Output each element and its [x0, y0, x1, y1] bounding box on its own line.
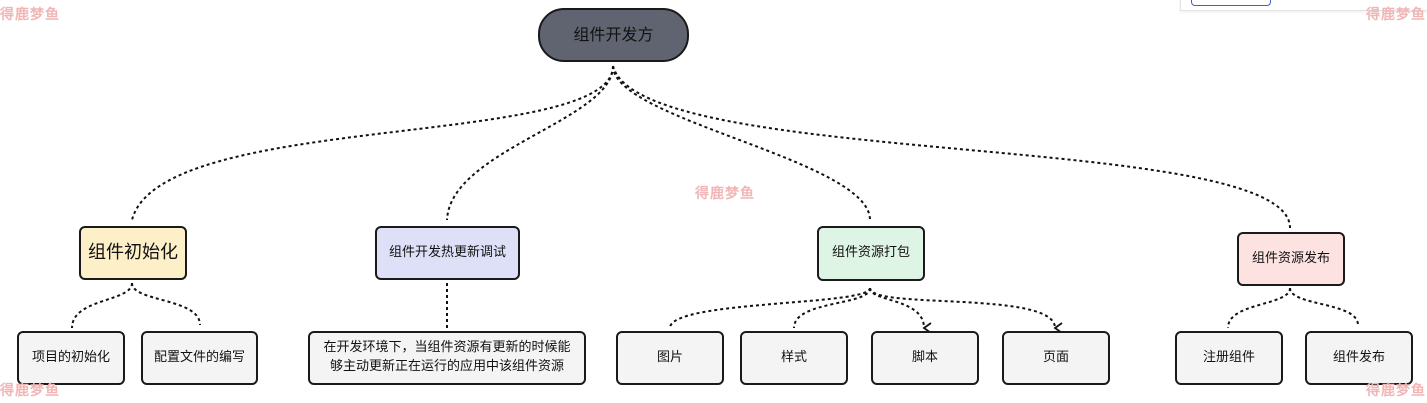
leaf-hot-desc-line2: 够主动更新正在运行的应用中该组件资源: [329, 359, 564, 374]
top-toolbar-fragment: [1180, 0, 1427, 11]
edge-pack-style: [793, 287, 871, 329]
leaf-publish-release[interactable]: 组件发布: [1305, 331, 1413, 385]
leaf-init-config-label: 配置文件的编写: [153, 349, 245, 365]
branch-pack-node[interactable]: 组件资源打包: [817, 226, 925, 281]
leaf-hot-desc-line1: 在开发环境下，当组件资源有更新的时候能: [323, 340, 571, 356]
branch-publish-node[interactable]: 组件资源发布: [1237, 232, 1345, 286]
leaf-init-project-label: 项目的初始化: [31, 349, 110, 365]
watermark-top-left: 得鹿梦鱼: [0, 7, 60, 23]
edge-pack-page: [869, 287, 1063, 334]
branch-hot-node[interactable]: 组件开发热更新调试: [375, 226, 520, 280]
leaf-init-project[interactable]: 项目的初始化: [17, 331, 125, 385]
edge-pack-script: [869, 287, 932, 334]
root-node-label: 组件开发方: [573, 25, 654, 45]
watermark-bottom-left: 得鹿梦鱼: [0, 383, 60, 399]
edge-init-config: [131, 282, 201, 326]
leaf-pack-page[interactable]: 页面: [1002, 331, 1110, 385]
branch-init-label: 组件初始化: [88, 241, 178, 263]
leaf-publish-release-label: 组件发布: [1332, 349, 1385, 365]
edge-root-hot: [446, 65, 614, 221]
edge-root-pack: [612, 65, 871, 221]
edge-publish-release: [1289, 287, 1359, 326]
edge-root-init: [131, 65, 614, 221]
leaf-pack-image[interactable]: 图片: [616, 331, 724, 385]
root-node[interactable]: 组件开发方: [538, 8, 689, 62]
watermark-top-right: 得鹿梦鱼: [1366, 7, 1426, 23]
leaf-publish-register-label: 注册组件: [1202, 349, 1255, 365]
edge-root-publish: [612, 65, 1291, 229]
leaf-pack-script[interactable]: 脚本: [871, 331, 979, 385]
leaf-pack-page-label: 页面: [1042, 349, 1069, 365]
watermark-center: 得鹿梦鱼: [695, 186, 755, 202]
leaf-init-config[interactable]: 配置文件的编写: [141, 331, 258, 385]
edge-pack-image: [669, 287, 871, 329]
edge-publish-register: [1227, 287, 1291, 329]
top-toolbar-button[interactable]: [1191, 0, 1271, 6]
branch-hot-label: 组件开发热更新调试: [388, 244, 506, 260]
leaf-publish-register[interactable]: 注册组件: [1175, 331, 1283, 385]
leaf-pack-image-label: 图片: [656, 349, 683, 365]
leaf-hot-desc[interactable]: 在开发环境下，当组件资源有更新的时候能 够主动更新正在运行的应用中该组件资源: [308, 331, 586, 385]
leaf-pack-style[interactable]: 样式: [740, 331, 848, 385]
leaf-pack-script-label: 脚本: [911, 349, 938, 365]
watermark-bottom-right: 得鹿梦鱼: [1366, 383, 1426, 399]
edge-init-project: [71, 282, 133, 329]
branch-init-node[interactable]: 组件初始化: [79, 226, 187, 280]
branch-publish-label: 组件资源发布: [1251, 250, 1330, 266]
branch-pack-label: 组件资源打包: [831, 245, 910, 261]
leaf-pack-style-label: 样式: [780, 349, 807, 365]
